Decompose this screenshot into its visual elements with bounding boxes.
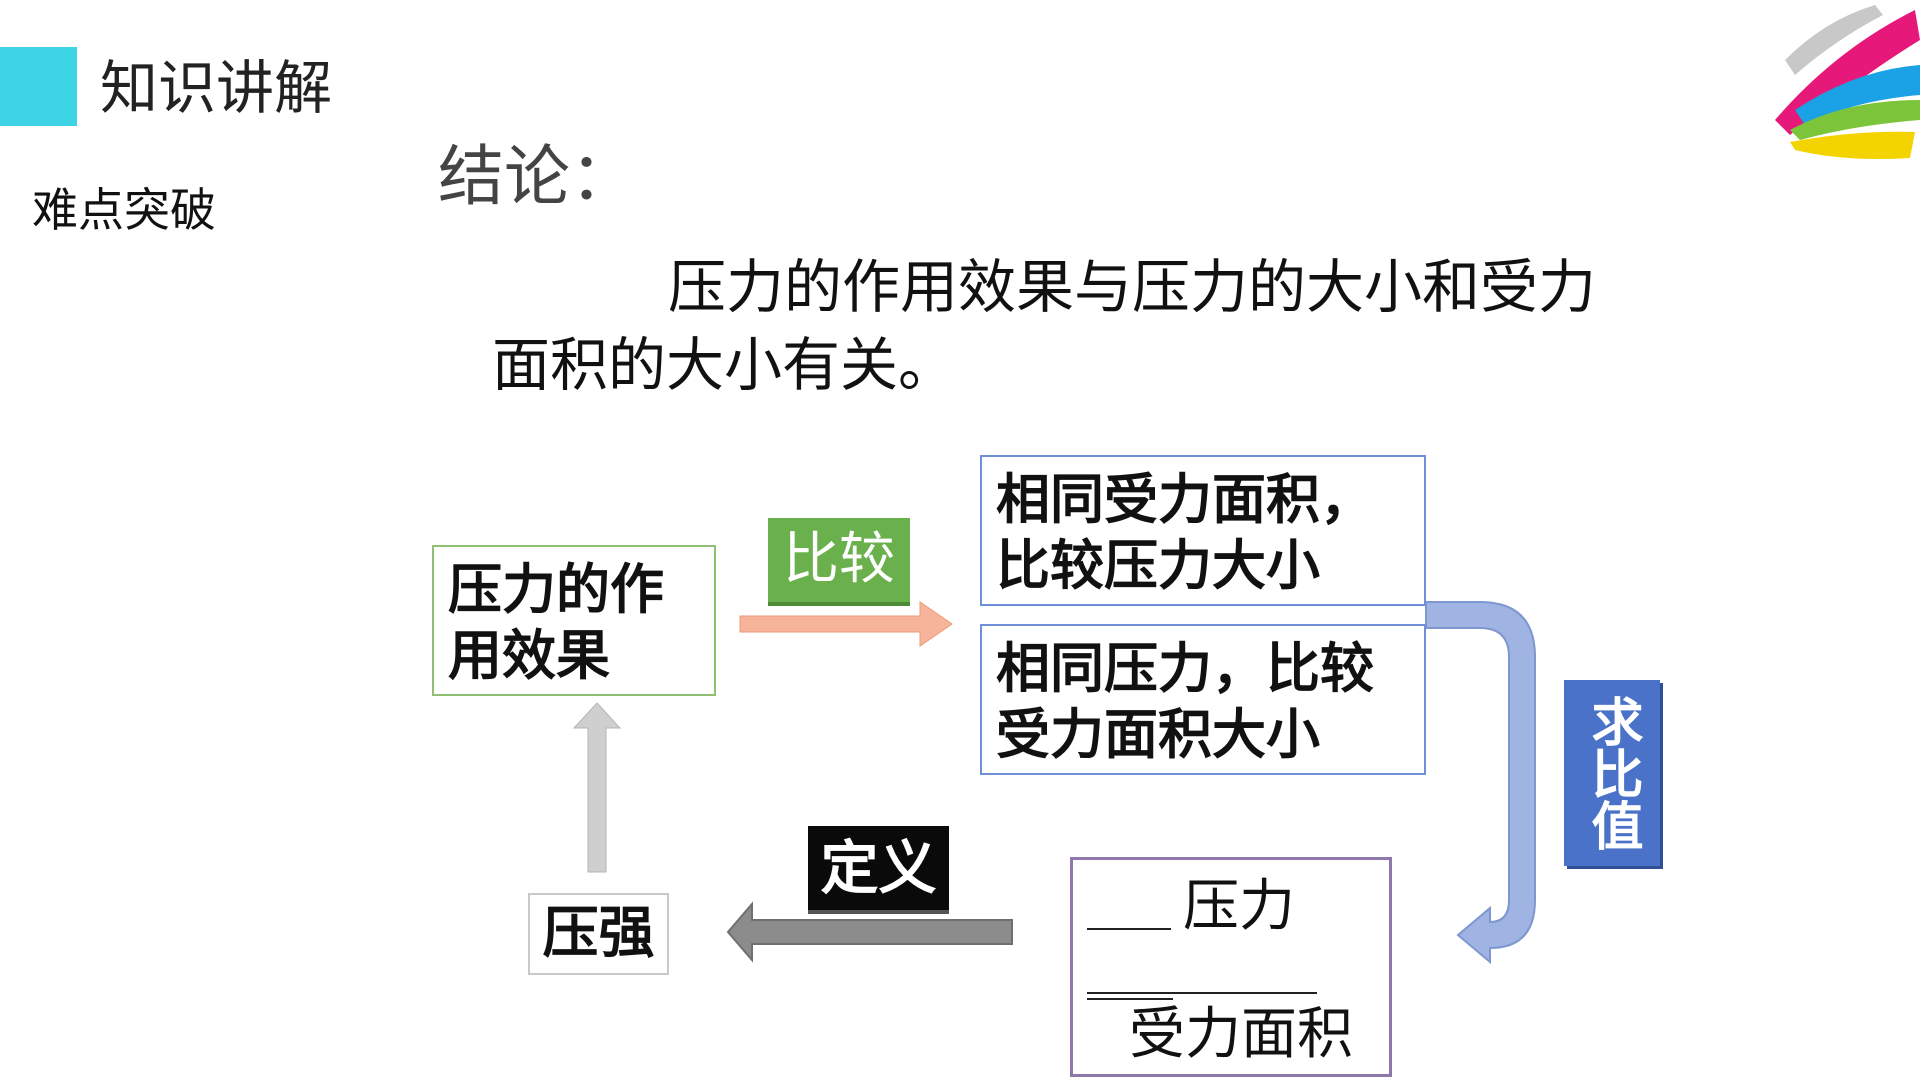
- edge-label-define: 定义: [808, 826, 949, 910]
- compare-arrow: [739, 601, 953, 647]
- formula-numerator: 压力: [1183, 874, 1295, 939]
- edge-label-ratio: 求比值: [1564, 680, 1660, 866]
- brush-stroke-logo-icon: [1775, 5, 1920, 159]
- up-arrow: [572, 702, 622, 873]
- conclusion-text: 压力的作用效果与压力的大小和受力面积的大小有关。: [492, 253, 1597, 399]
- node-pressure-effect: 压力的作用效果: [432, 545, 716, 696]
- node-pressure: 压强: [528, 893, 669, 975]
- fraction-bar: [1087, 992, 1317, 994]
- denominator-blank: [1087, 998, 1173, 1000]
- node-same-force: 相同压力，比较受力面积大小: [980, 624, 1426, 775]
- section-accent-bar: [0, 47, 77, 126]
- section-title: 知识讲解: [100, 54, 333, 122]
- node-same-area: 相同受力面积，比较压力大小: [980, 455, 1426, 606]
- formula-denominator: 受力面积: [1129, 1002, 1353, 1067]
- node-pressure-formula: 压力 受力面积: [1070, 857, 1392, 1077]
- define-arrow: [726, 901, 1013, 963]
- subsection-label: 难点突破: [32, 183, 216, 237]
- ratio-arrow: [1425, 601, 1536, 965]
- numerator-blank: [1087, 928, 1171, 930]
- edge-label-compare: 比较: [768, 518, 910, 602]
- conclusion-label: 结论：: [438, 138, 636, 215]
